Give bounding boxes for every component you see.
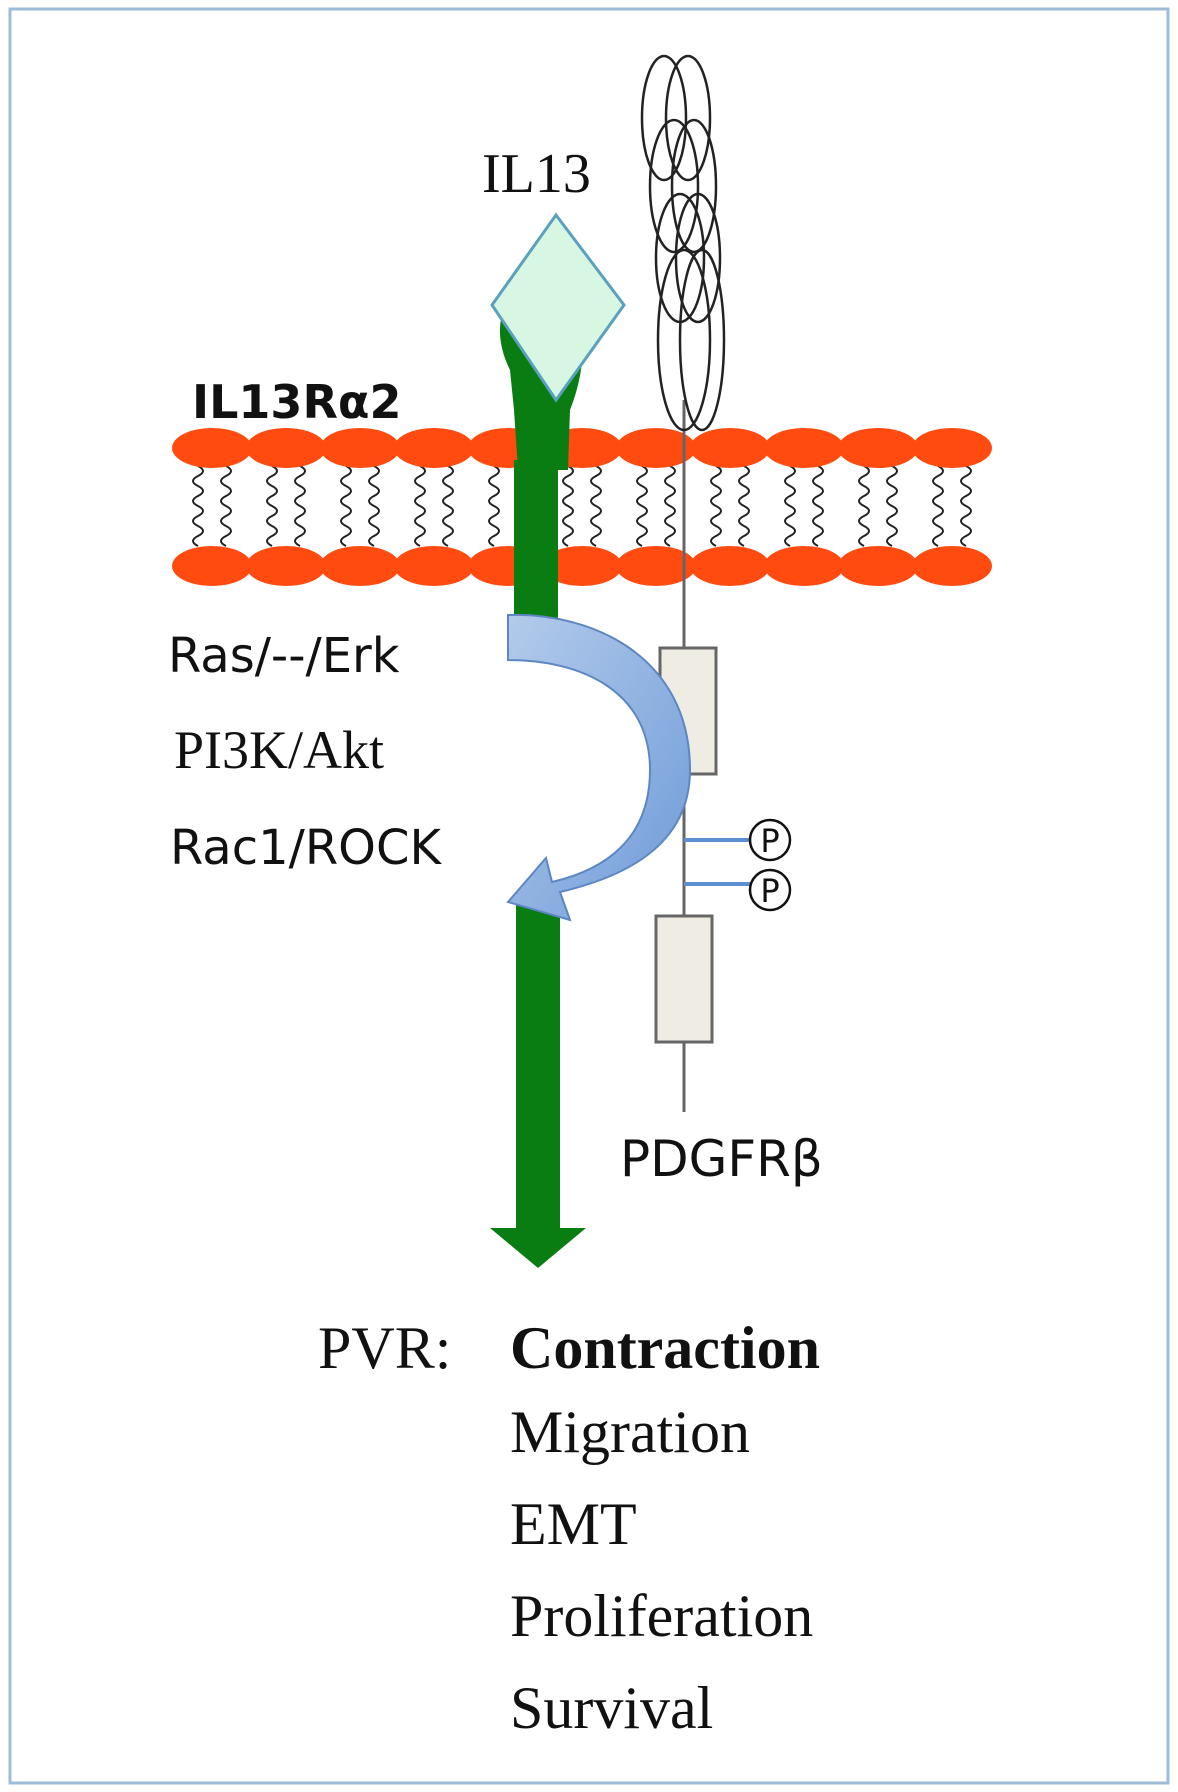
lipid-tail — [442, 465, 454, 547]
lipid-tail — [340, 465, 352, 547]
lipid-tail — [488, 465, 500, 547]
membrane-head-outer — [690, 428, 770, 468]
il13-ligand — [490, 212, 626, 403]
output-arrow-shaft — [516, 900, 560, 1230]
lipid-tail — [738, 465, 750, 547]
coreceptor-label: PDGFRβ — [620, 1130, 823, 1188]
membrane-inner-leaflet — [172, 546, 992, 586]
signal-arc-arrow — [506, 613, 692, 922]
membrane-head-inner — [320, 546, 400, 586]
membrane-head-outer — [838, 428, 918, 468]
lipid-tail — [368, 465, 380, 547]
lipid-tail — [636, 465, 648, 547]
pathway-label-2: PI3K/Akt — [174, 720, 384, 780]
lipid-tail — [562, 465, 574, 547]
lipid-tail — [886, 465, 898, 547]
svg-text:P: P — [760, 872, 779, 910]
lipid-tail — [812, 465, 824, 547]
outcome-4: Survival — [510, 1675, 713, 1741]
lipid-tail — [960, 465, 972, 547]
membrane-head-inner — [172, 546, 252, 586]
outcome-1: Migration — [510, 1399, 750, 1465]
membrane-outer-leaflet — [172, 428, 992, 468]
il13ra2-transmembrane — [514, 460, 558, 620]
membrane-head-inner — [912, 546, 992, 586]
lipid-tail — [266, 465, 278, 547]
membrane-head-inner — [838, 546, 918, 586]
phospho-site-1: P — [748, 818, 792, 862]
membrane-head-inner — [246, 546, 326, 586]
outcome-main: Contraction — [510, 1315, 820, 1381]
lipid-tail — [664, 465, 676, 547]
lipid-tail — [294, 465, 306, 547]
lipid-tail — [220, 465, 232, 547]
outcome-3: Proliferation — [510, 1583, 813, 1649]
membrane-head-inner — [394, 546, 474, 586]
lipid-tail — [414, 465, 426, 547]
svg-text:P: P — [760, 822, 779, 860]
pdgfr-ig-domains — [640, 54, 726, 432]
kinase-domain-2 — [654, 914, 714, 1044]
lipid-tails — [192, 465, 972, 547]
membrane-head-outer — [172, 428, 252, 468]
membrane-head-outer — [394, 428, 474, 468]
lipid-tail — [710, 465, 722, 547]
figure-frame — [8, 7, 1170, 1785]
membrane-head-outer — [246, 428, 326, 468]
ligand-label: IL13 — [482, 143, 591, 205]
outcome-2: EMT — [510, 1491, 637, 1557]
membrane-head-inner — [764, 546, 844, 586]
pathway-label-3: Rac1/ROCK — [170, 820, 442, 876]
membrane-head-outer — [912, 428, 992, 468]
lipid-tail — [590, 465, 602, 547]
membrane-head-inner — [690, 546, 770, 586]
pathway-label-1: Ras/--/Erk — [168, 628, 400, 684]
outcome-prefix: PVR: — [318, 1315, 451, 1381]
membrane-head-outer — [764, 428, 844, 468]
lipid-tail — [932, 465, 944, 547]
membrane-head-outer — [616, 428, 696, 468]
receptor-label: IL13Rα2 — [192, 375, 401, 429]
membrane-head-inner — [616, 546, 696, 586]
lipid-tail — [858, 465, 870, 547]
phospho-site-2: P — [748, 868, 792, 912]
membrane-head-outer — [320, 428, 400, 468]
lipid-tail — [784, 465, 796, 547]
lipid-tail — [192, 465, 204, 547]
output-arrow-head — [490, 1228, 586, 1268]
membrane-head-inner — [542, 546, 622, 586]
